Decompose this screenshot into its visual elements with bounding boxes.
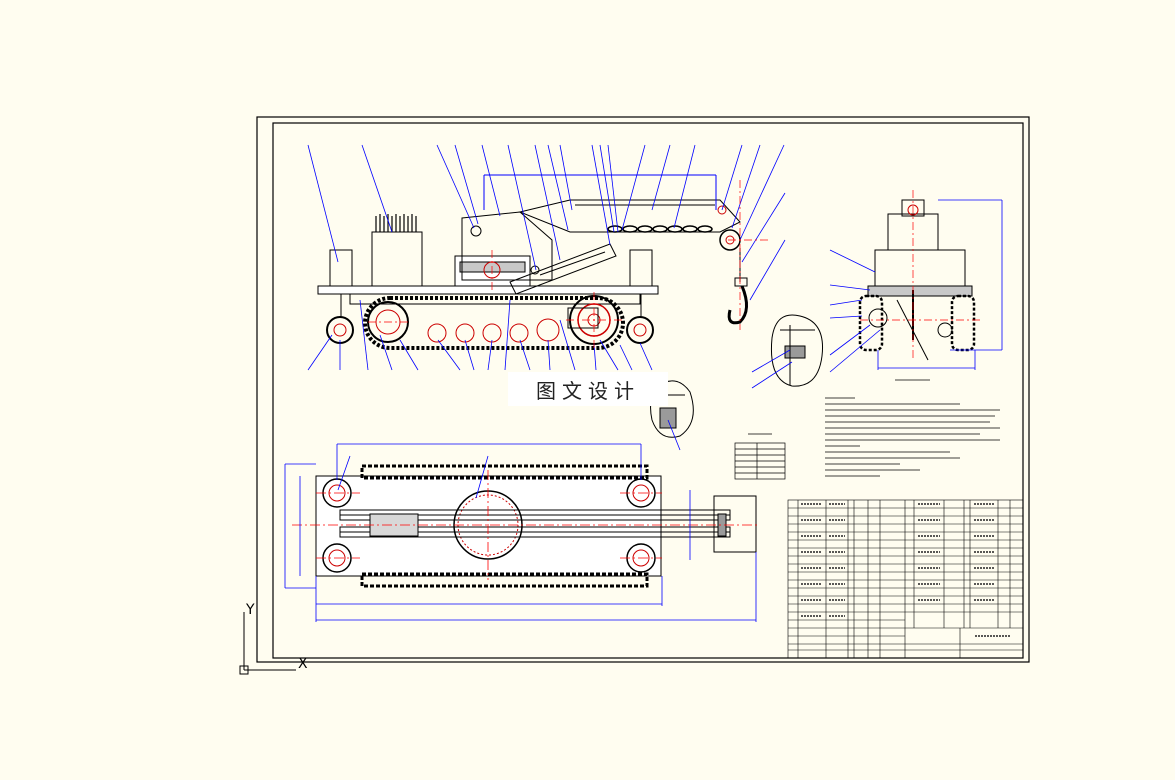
sheet-inner-border <box>272 122 1024 659</box>
side-view-centerlines <box>860 190 980 360</box>
detail-leaders <box>667 349 793 451</box>
parts-list-text-marks <box>801 503 1010 637</box>
plan-view-centerlines <box>292 470 760 580</box>
side-view <box>858 199 976 361</box>
front-view-centerlines <box>368 180 770 350</box>
parameter-table <box>734 433 786 480</box>
ucs-y-label: Y <box>245 602 255 618</box>
front-view <box>317 174 748 350</box>
detail-section-b <box>650 380 694 438</box>
side-view-dimensions <box>829 199 1003 373</box>
watermark-label: 图文设计 <box>508 372 668 406</box>
plan-view <box>315 464 757 588</box>
sheet-outer-border <box>256 116 1030 663</box>
detail-section-a <box>770 314 824 387</box>
parts-list <box>787 499 1024 659</box>
technical-notes <box>825 379 1000 477</box>
ucs-icon <box>239 612 296 675</box>
ucs-x-label: X <box>298 656 308 672</box>
plan-view-dimensions <box>284 443 757 622</box>
track-belt <box>363 296 625 350</box>
front-view-leaders <box>307 144 786 371</box>
